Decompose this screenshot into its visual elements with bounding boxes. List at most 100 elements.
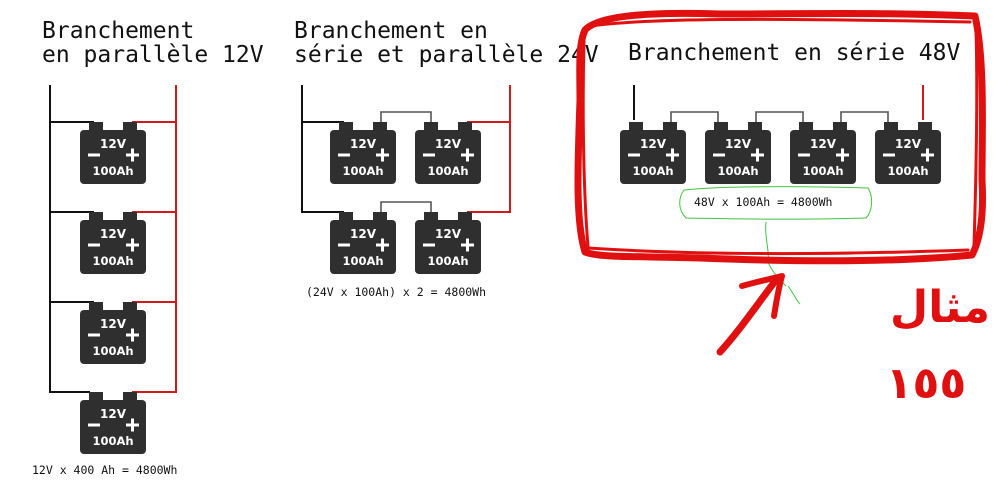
panel-2-caption: (24V x 100Ah) x 2 = 4800Wh	[306, 285, 486, 299]
battery-negative-terminal	[629, 122, 643, 131]
battery-capacity-label: 100Ah	[342, 254, 383, 268]
battery-positive-terminal	[373, 212, 387, 221]
battery-positive-terminal	[123, 392, 137, 401]
battery-capacity-label: 100Ah	[92, 254, 133, 268]
battery-voltage-label: 12V	[100, 407, 127, 421]
battery-positive-terminal	[663, 122, 677, 131]
battery-voltage-label: 12V	[100, 317, 127, 331]
battery-capacity-label: 100Ah	[427, 164, 468, 178]
battery-positive-terminal	[458, 212, 472, 221]
battery-body	[620, 130, 686, 184]
minus-icon	[338, 153, 350, 157]
minus-icon	[338, 243, 350, 247]
minus-icon	[88, 423, 100, 427]
plus-icon	[836, 148, 849, 162]
battery-negative-terminal	[89, 212, 103, 221]
battery-voltage-label: 12V	[350, 137, 377, 151]
battery-positive-terminal	[918, 122, 932, 131]
battery: 12V 100Ah	[705, 122, 771, 184]
panel-1-title-line-1: Branchement	[42, 18, 194, 44]
plus-icon	[126, 418, 139, 432]
plus-icon	[376, 148, 389, 162]
battery: 12V 100Ah	[415, 212, 481, 274]
plus-icon	[126, 238, 139, 252]
battery-capacity-label: 100Ah	[632, 164, 673, 178]
battery-voltage-label: 12V	[435, 137, 462, 151]
battery-capacity-label: 100Ah	[92, 434, 133, 448]
red-scribble-frame	[574, 9, 986, 265]
battery-voltage-label: 12V	[810, 137, 837, 151]
battery-negative-terminal	[714, 122, 728, 131]
annotation-arabic-line-1: مثال	[890, 282, 990, 333]
battery-voltage-label: 12V	[350, 227, 377, 241]
panel-1-caption: 12V x 400 Ah = 4800Wh	[32, 463, 177, 477]
panel-2-title-line-1: Branchement en	[294, 18, 488, 44]
battery-positive-terminal	[833, 122, 847, 131]
battery-positive-terminal	[123, 212, 137, 221]
battery-voltage-label: 12V	[640, 137, 667, 151]
minus-icon	[423, 153, 435, 157]
battery-negative-terminal	[339, 122, 353, 131]
panel-3-wiring	[633, 85, 924, 122]
battery-negative-terminal	[339, 212, 353, 221]
panel-2-title-line-2: série et parallèle 24V	[294, 42, 599, 68]
battery-body	[790, 130, 856, 184]
battery-body	[705, 130, 771, 184]
battery-negative-terminal	[884, 122, 898, 131]
battery-body	[330, 220, 396, 274]
battery: 12V 100Ah	[330, 122, 396, 184]
battery-negative-terminal	[89, 122, 103, 131]
plus-icon	[376, 238, 389, 252]
plus-icon	[921, 148, 934, 162]
battery-body	[80, 310, 146, 364]
battery-capacity-label: 100Ah	[92, 344, 133, 358]
battery: 12V 100Ah	[80, 392, 146, 454]
panel-1-title-line-2: en parallèle 12V	[42, 42, 264, 68]
plus-icon	[666, 148, 679, 162]
minus-icon	[628, 153, 640, 157]
battery-capacity-label: 100Ah	[92, 164, 133, 178]
minus-icon	[798, 153, 810, 157]
panel-3-caption: 48V x 100Ah = 4800Wh	[694, 195, 832, 209]
battery-voltage-label: 12V	[100, 137, 127, 151]
battery-body	[330, 130, 396, 184]
panel-1-wiring	[49, 85, 177, 393]
battery: 12V 100Ah	[80, 122, 146, 184]
battery-negative-terminal	[89, 392, 103, 401]
battery-positive-terminal	[373, 122, 387, 131]
battery-negative-terminal	[799, 122, 813, 131]
plus-icon	[461, 238, 474, 252]
panel-3-title: Branchement en série 48V	[628, 40, 960, 66]
panel-2-wiring	[301, 85, 511, 213]
battery-negative-terminal	[424, 122, 438, 131]
minus-icon	[88, 243, 100, 247]
battery-body	[415, 220, 481, 274]
battery-negative-terminal	[89, 302, 103, 311]
battery-capacity-label: 100Ah	[427, 254, 468, 268]
battery: 12V 100Ah	[620, 122, 686, 184]
battery-body	[80, 400, 146, 454]
annotation-arabic-line-2: ١٥٥	[886, 358, 967, 409]
battery-positive-terminal	[123, 122, 137, 131]
plus-icon	[126, 148, 139, 162]
plus-icon	[126, 328, 139, 342]
minus-icon	[88, 153, 100, 157]
battery-voltage-label: 12V	[100, 227, 127, 241]
plus-icon	[751, 148, 764, 162]
battery-voltage-label: 12V	[725, 137, 752, 151]
minus-icon	[883, 153, 895, 157]
battery-positive-terminal	[458, 122, 472, 131]
minus-icon	[88, 333, 100, 337]
red-arrow-sketch	[716, 273, 785, 356]
battery: 12V 100Ah	[415, 122, 481, 184]
battery-capacity-label: 100Ah	[342, 164, 383, 178]
battery-body	[415, 130, 481, 184]
battery-positive-terminal	[123, 302, 137, 311]
battery-capacity-label: 100Ah	[717, 164, 758, 178]
battery-voltage-label: 12V	[435, 227, 462, 241]
battery-voltage-label: 12V	[895, 137, 922, 151]
